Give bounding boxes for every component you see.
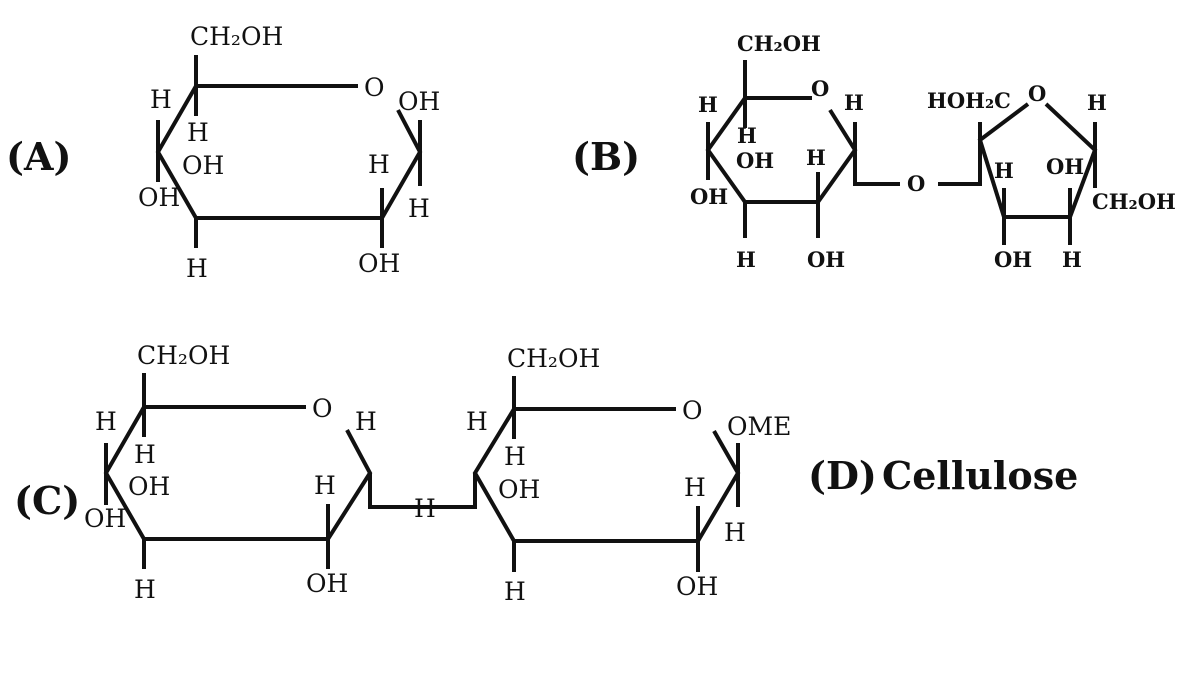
atom-oh: OH xyxy=(128,472,170,501)
atom-oh: OH xyxy=(398,87,440,116)
atom-ome: OME xyxy=(727,412,791,441)
atom-h: H xyxy=(314,471,336,500)
atom-glycosidic-oxygen: O xyxy=(907,171,925,196)
structure-a: (A) CH₂OH O OH H H OH OH H H H OH xyxy=(6,22,440,283)
atom-h: H xyxy=(368,150,390,179)
atom-h: H xyxy=(408,194,430,223)
atom-oh: OH xyxy=(182,151,224,180)
atom-h: H xyxy=(724,518,746,547)
atom-ring-oxygen: O xyxy=(1028,81,1046,106)
atom-h: H xyxy=(806,145,826,170)
atom-oh: OH xyxy=(358,249,400,278)
atom-h: H xyxy=(698,92,718,117)
atom-h: H xyxy=(684,473,706,502)
atom-h: H xyxy=(1087,90,1107,115)
atom-h: H xyxy=(504,577,526,606)
atom-oh: OH xyxy=(306,569,348,598)
atom-ch2oh: CH₂OH xyxy=(137,341,230,370)
atom-h: H xyxy=(1062,247,1082,272)
atom-oh: OH xyxy=(676,572,718,601)
atom-hoh2c: HOH₂C xyxy=(927,88,1011,113)
atom-ch2oh: CH₂OH xyxy=(190,22,283,51)
atom-oh: OH xyxy=(690,184,728,209)
atom-ch2oh: CH₂OH xyxy=(1092,189,1176,214)
atom-ring-oxygen: O xyxy=(364,73,385,102)
atom-ring-oxygen: O xyxy=(682,396,703,425)
atom-h: H xyxy=(355,407,377,436)
atom-bridge-h: H xyxy=(414,494,436,523)
option-label-b: (B) xyxy=(572,134,640,179)
atom-h: H xyxy=(737,123,757,148)
ring-b-furanose xyxy=(977,102,1098,219)
atom-oh: OH xyxy=(498,475,540,504)
atom-h: H xyxy=(504,442,526,471)
ring-b-pyranose xyxy=(705,96,858,204)
atom-h: H xyxy=(134,440,156,469)
atom-oh: OH xyxy=(84,504,126,533)
option-label-d: (D) xyxy=(808,453,877,498)
atom-ch2oh: CH₂OH xyxy=(507,344,600,373)
atom-h: H xyxy=(466,407,488,436)
atom-h: H xyxy=(186,254,208,283)
atom-h: H xyxy=(95,407,117,436)
atom-h: H xyxy=(134,575,156,604)
option-label-c: (C) xyxy=(14,478,80,523)
atom-oh: OH xyxy=(138,183,180,212)
atom-h: H xyxy=(187,118,209,147)
atom-oh: OH xyxy=(994,247,1032,272)
atom-h: H xyxy=(994,158,1014,183)
atom-h: H xyxy=(736,247,756,272)
atom-h: H xyxy=(844,90,864,115)
option-label-a: (A) xyxy=(6,134,71,179)
atom-oh: OH xyxy=(1046,154,1084,179)
structure-c: (C) CH₂OH O H H H OH H OH H OH H CH₂OH O… xyxy=(14,341,791,606)
atom-oh: OH xyxy=(807,247,845,272)
option-d: (D) Cellulose xyxy=(808,453,1078,498)
structure-b: (B) CH₂OH O H H H OH H OH H OH O HOH₂C O… xyxy=(572,31,1176,272)
atom-ch2oh: CH₂OH xyxy=(737,31,821,56)
option-d-name: Cellulose xyxy=(882,453,1078,498)
atom-h: H xyxy=(150,85,172,114)
atom-ring-oxygen: O xyxy=(811,76,829,101)
atom-ring-oxygen: O xyxy=(312,394,333,423)
atom-oh: OH xyxy=(736,148,774,173)
